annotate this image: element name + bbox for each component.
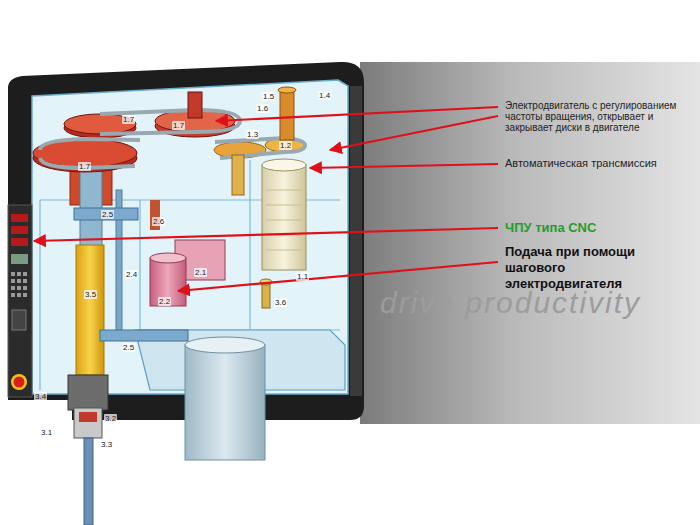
emergency-button <box>14 377 25 388</box>
control-panel <box>8 205 32 397</box>
belt <box>215 138 305 158</box>
leader-line <box>330 116 498 150</box>
leader-line <box>34 228 498 241</box>
housing-side <box>350 86 362 396</box>
callout-number: 1.7 <box>78 162 91 171</box>
main-motor <box>262 165 306 270</box>
annotation: Электродвигатель с регулированием частот… <box>505 100 683 133</box>
callout-number: 2.4 <box>125 270 138 279</box>
watermark: drive productivity <box>380 286 641 320</box>
callout-number: 3.5 <box>84 290 97 299</box>
bracket <box>74 208 138 220</box>
display <box>11 238 28 246</box>
display <box>11 254 28 264</box>
callout-number: 1.4 <box>318 91 331 100</box>
belt <box>100 110 240 134</box>
display <box>11 226 28 234</box>
callout-number: 1.7 <box>172 121 185 130</box>
stepper-top <box>150 253 186 263</box>
keypad <box>11 272 27 297</box>
callout-number: 1.7 <box>122 115 135 124</box>
pulley <box>64 114 136 134</box>
motor-shaft <box>280 90 294 140</box>
chuck <box>74 408 102 438</box>
callout-number: 3.3 <box>100 440 113 449</box>
gauge <box>262 282 270 308</box>
annotation: Автоматическая трансмиссия <box>505 157 695 170</box>
callout-number: 3.4 <box>34 392 47 401</box>
background-panel <box>360 62 700 424</box>
callout-number: 1.6 <box>256 104 269 113</box>
main-motor-top <box>262 159 306 171</box>
display <box>11 214 28 222</box>
shaft <box>232 155 244 195</box>
motor-rib <box>266 190 302 250</box>
switch <box>12 310 26 330</box>
emergency-ring <box>11 374 27 390</box>
callout-number: 2.5 <box>122 343 135 352</box>
callout-number: 3.1 <box>40 428 53 437</box>
shaft <box>188 92 202 118</box>
callout-number: 2.5 <box>101 210 114 219</box>
motor-cap <box>278 87 296 93</box>
callout-number: 1.1 <box>296 272 309 281</box>
chuck-ring <box>79 412 97 422</box>
bracket <box>100 330 188 341</box>
callout-number: 1.5 <box>262 92 275 101</box>
callout-number: 3.2 <box>104 414 117 423</box>
annotation: Подача при помощи шагового электродвигат… <box>505 244 665 292</box>
callout-number: 1.3 <box>246 130 259 139</box>
callout-number: 2.6 <box>152 217 165 226</box>
stepper-motor <box>150 258 186 306</box>
callout-number: 2.1 <box>194 268 207 277</box>
base-column <box>185 345 265 460</box>
drill-bit <box>84 438 93 525</box>
callout-number: 1.2 <box>279 141 292 150</box>
quill <box>76 245 104 375</box>
annotation: ЧПУ типа CNC <box>505 220 596 235</box>
base-column-top <box>185 337 265 353</box>
callout-number: 2.2 <box>158 297 171 306</box>
callout-number: 3.6 <box>274 298 287 307</box>
leader-line <box>310 164 498 168</box>
spindle-nose <box>68 375 108 410</box>
